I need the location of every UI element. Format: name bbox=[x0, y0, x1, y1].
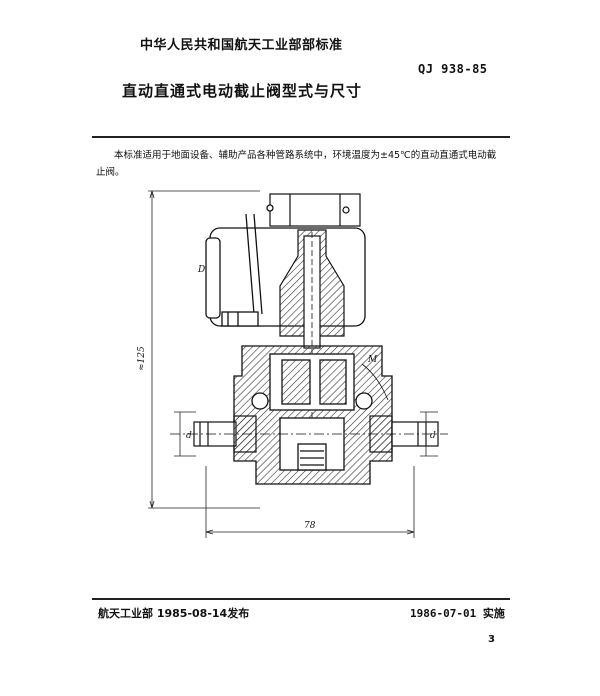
standard-code: QJ 938-85 bbox=[418, 62, 488, 76]
document-title: 直动直通式电动截止阀型式与尺寸 bbox=[122, 82, 363, 100]
inlet-diameter-label: d bbox=[186, 431, 192, 441]
scope-paragraph: 本标准适用于地面设备、辅助产品各种管路系统中，环境温度为±45℃的直动直通式电动… bbox=[96, 150, 497, 178]
width-dimension-label: 78 bbox=[304, 521, 316, 531]
port-diameter-dims bbox=[174, 411, 438, 457]
outlet-diameter-label: d bbox=[430, 431, 436, 441]
angle-mark-label: M bbox=[367, 355, 378, 365]
footer-divider bbox=[92, 598, 510, 600]
thread-label: D bbox=[197, 265, 205, 275]
valve-body-section bbox=[233, 345, 393, 485]
width-dimension bbox=[205, 466, 415, 538]
height-dimension bbox=[148, 190, 260, 509]
organization-header: 中华人民共和国航天工业部部标准 bbox=[140, 38, 343, 53]
effective-date: 1986-07-01 实施 bbox=[410, 607, 505, 620]
angle-arc bbox=[361, 363, 389, 401]
height-dimension-label: ≈125 bbox=[137, 346, 147, 371]
issue-date: 航天工业部 1985-08-14发布 bbox=[98, 607, 250, 620]
page-number: 3 bbox=[488, 634, 495, 645]
bonnet-hex-nut bbox=[269, 193, 361, 227]
valve-technical-drawing: ≈125 D bbox=[137, 190, 448, 538]
header-divider bbox=[92, 136, 510, 138]
valve-stem-section bbox=[279, 229, 345, 446]
